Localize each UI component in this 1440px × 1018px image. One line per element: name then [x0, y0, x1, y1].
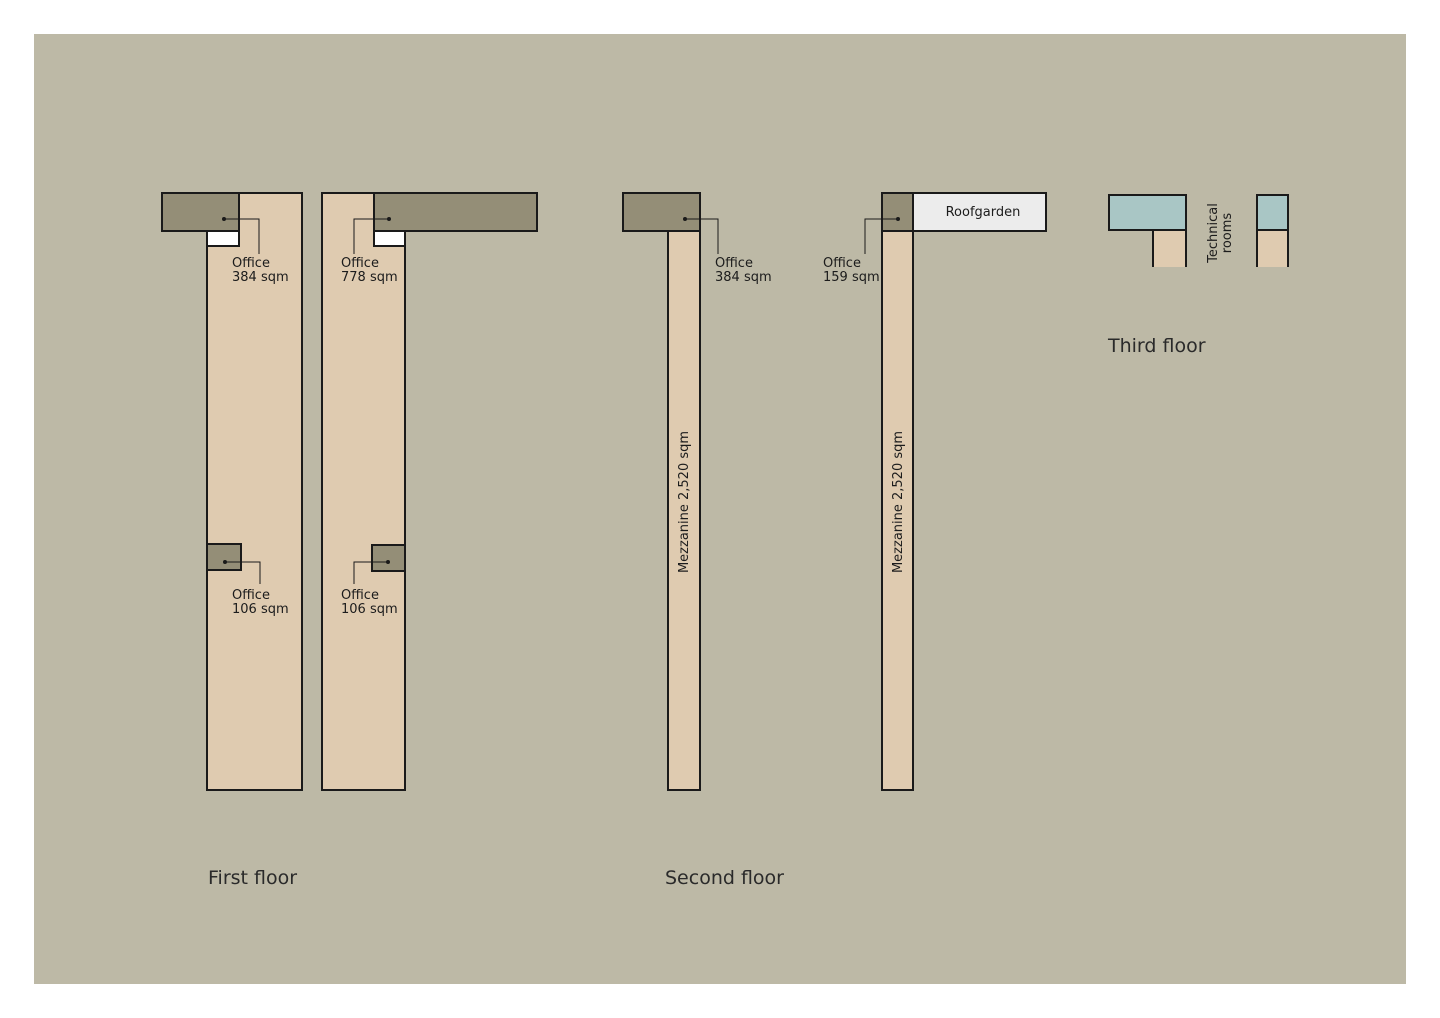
second-floor-right-mezzanine: [881, 192, 914, 791]
second-floor-title: Second floor: [665, 867, 784, 889]
office-label-name: Office: [232, 588, 270, 603]
first-floor-right-mezzanine: [321, 192, 406, 791]
office-label-area: 159 sqm: [823, 270, 880, 285]
third-floor-left-mezzanine: [1153, 230, 1186, 267]
third-floor-right-mezzanine: [1257, 230, 1288, 267]
third-floor-right-technical-room: [1256, 194, 1289, 231]
technical-rooms-label-line1: Technical: [1206, 203, 1221, 264]
technical-rooms-label-line2: rooms: [1220, 213, 1235, 254]
second-floor-left-office-384: [622, 192, 701, 232]
office-label-area: 384 sqm: [232, 270, 289, 285]
office-label-area: 778 sqm: [341, 270, 398, 285]
office-label-area: 106 sqm: [232, 602, 289, 617]
first-floor-left-mezzanine: [206, 192, 303, 791]
first-floor-left-white-room: [206, 230, 240, 247]
office-label-name: Office: [823, 256, 861, 271]
roofgarden-area: [912, 192, 1047, 232]
office-label-name: Office: [715, 256, 753, 271]
first-floor-left-office-384: [161, 192, 240, 232]
first-floor-plan: Office 384 sqm Office 778 sqm Office 106…: [161, 192, 538, 889]
first-floor-right-office-106: [371, 544, 406, 572]
first-floor-title: First floor: [208, 867, 297, 889]
office-label-name: Office: [232, 256, 270, 271]
mezzanine-label: Mezzanine 2,520 sqm: [891, 431, 906, 573]
first-floor-left-office-106: [206, 543, 242, 571]
third-floor-left-technical-room: [1108, 194, 1187, 231]
office-label-name: Office: [341, 588, 379, 603]
first-floor-right-white-room: [373, 230, 406, 247]
office-label-area: 106 sqm: [341, 602, 398, 617]
first-floor-right-office-778: [373, 192, 538, 232]
third-floor-plan: Technical rooms Third floor: [1107, 194, 1289, 357]
third-floor-title: Third floor: [1107, 335, 1206, 357]
second-floor-right-office-159: [881, 192, 914, 232]
office-label-name: Office: [341, 256, 379, 271]
second-floor-left-mezzanine: [667, 192, 701, 791]
mezzanine-label: Mezzanine 2,520 sqm: [677, 431, 692, 573]
office-label-area: 384 sqm: [715, 270, 772, 285]
roofgarden-label: Roofgarden: [946, 205, 1021, 220]
second-floor-plan: Office 384 sqm Mezzanine 2,520 sqm Roofg…: [622, 192, 1047, 889]
